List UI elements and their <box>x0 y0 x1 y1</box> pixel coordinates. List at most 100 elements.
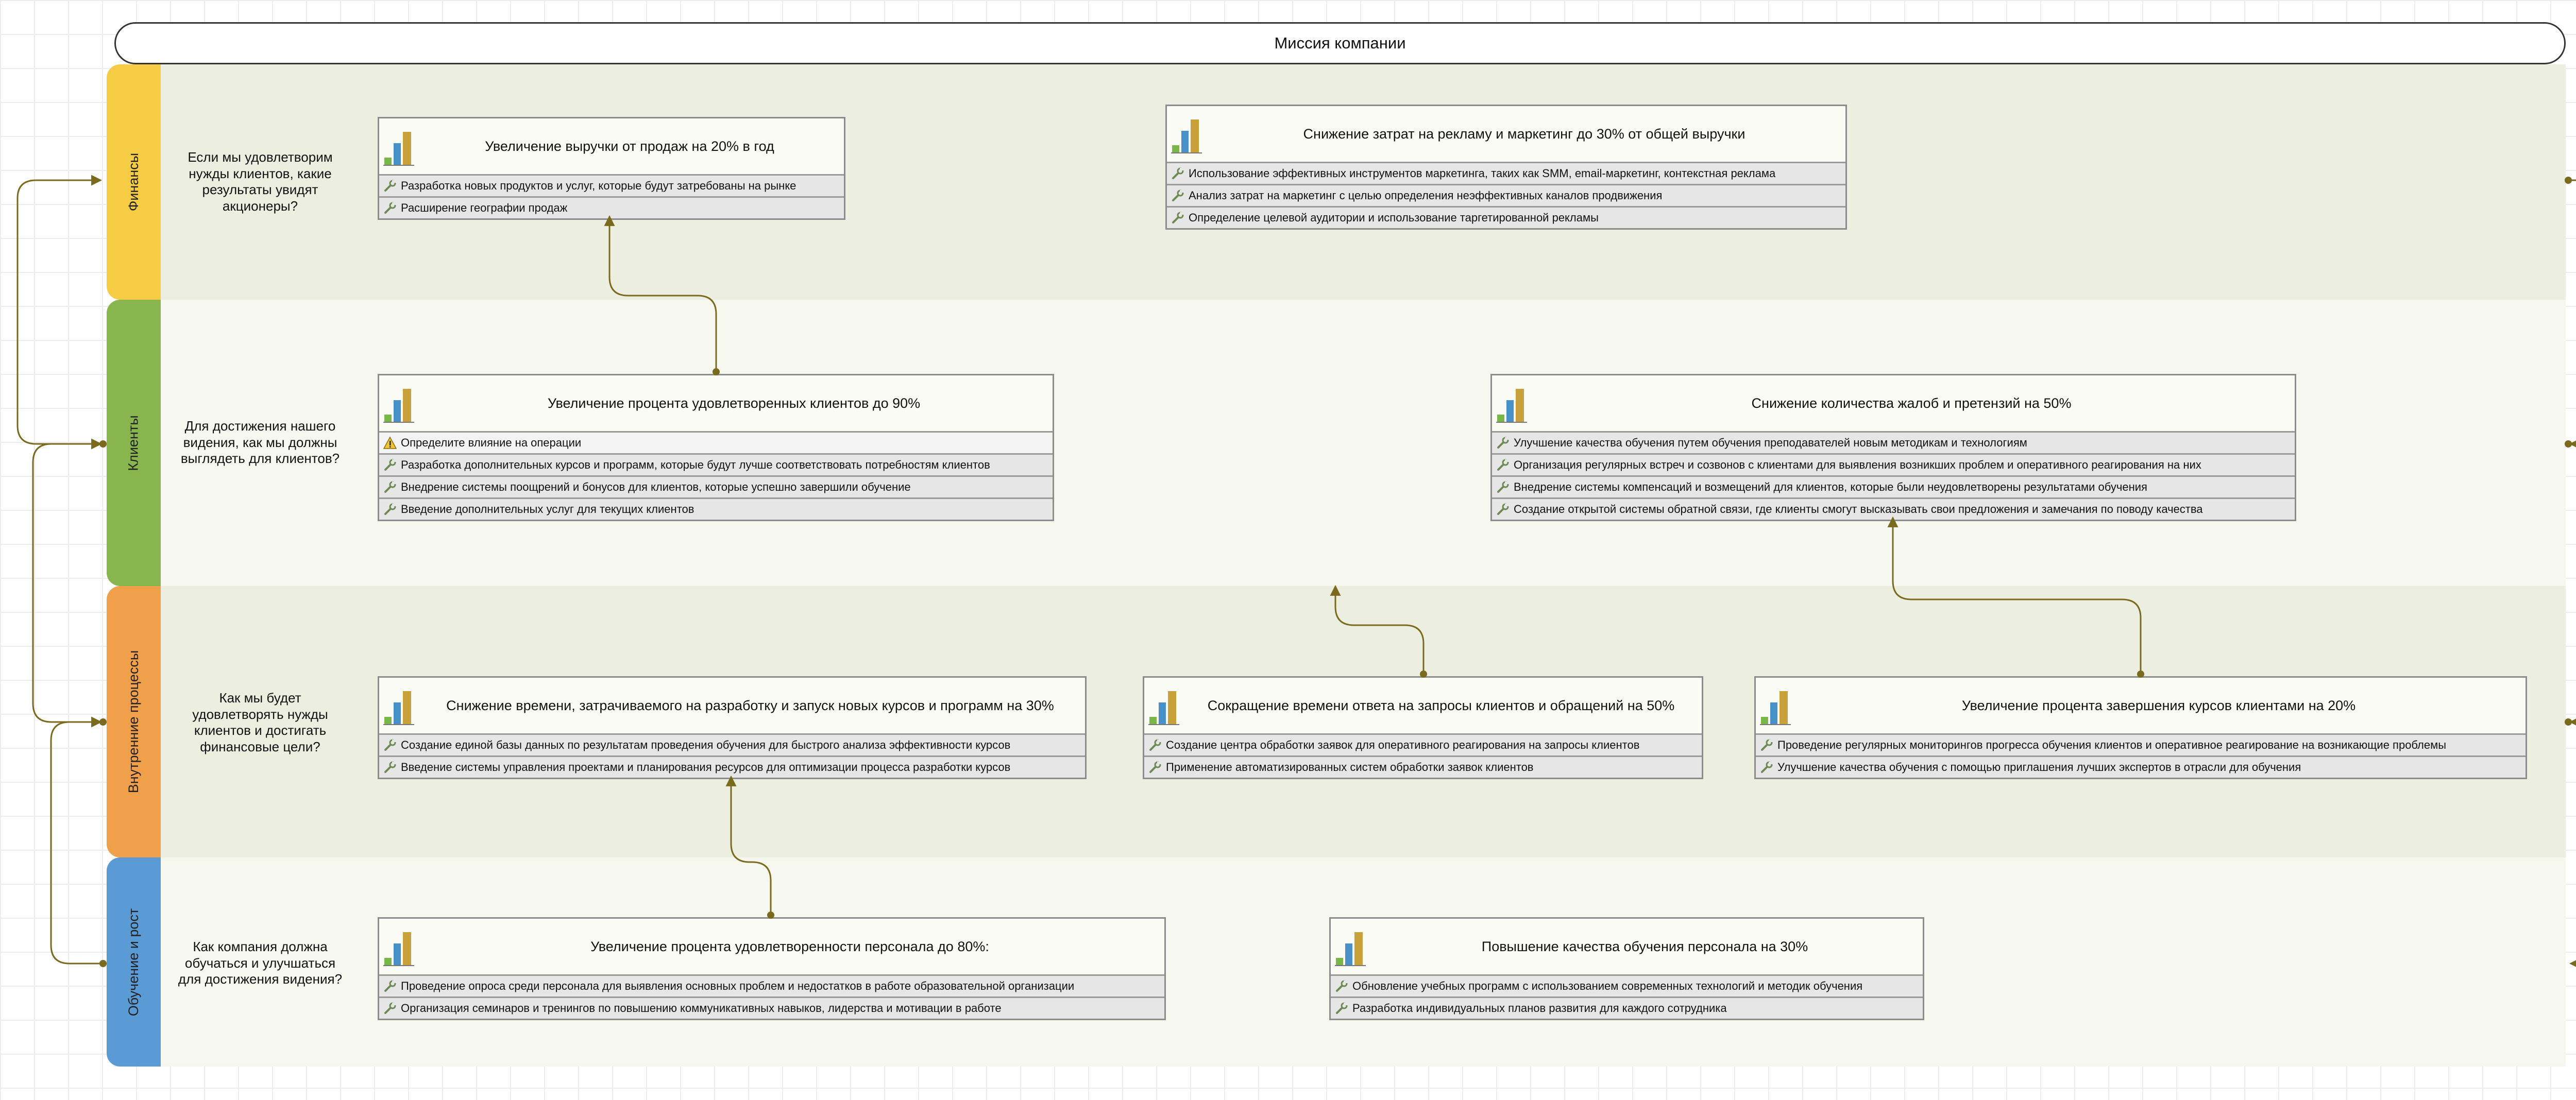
lane-learning[interactable]: Обучение и рост <box>107 857 161 1067</box>
initiative-text: Введение дополнительных услуг для текущи… <box>401 503 694 515</box>
initiative-row[interactable]: Организация регулярных встреч и созвонов… <box>1492 453 2295 475</box>
objective-card[interactable]: Снижение количества жалоб и претензий на… <box>1490 374 2296 521</box>
initiative-row[interactable]: Определение целевой аудитории и использо… <box>1167 206 1845 228</box>
connector-line[interactable] <box>2568 443 2576 728</box>
card-title: Увеличение процента удовлетворенных клие… <box>547 395 921 411</box>
card-title: Снижение затрат на рекламу и маркетинг д… <box>1303 126 1745 142</box>
card-title: Сокращение времени ответа на запросы кли… <box>1207 697 1675 713</box>
initiative-row[interactable]: Обновление учебных программ с использова… <box>1331 974 1923 996</box>
bar-chart-icon <box>1148 684 1185 725</box>
initiative-text: Применение автоматизированных систем обр… <box>1166 761 1534 774</box>
initiative-row[interactable]: Разработка индивидуальных планов развити… <box>1331 996 1923 1019</box>
lane-label: Внутренние процессы <box>126 650 142 794</box>
lane-label: Финансы <box>126 152 142 212</box>
bar-chart-icon <box>1496 382 1533 423</box>
lane-question[interactable]: Для достижения нашего видения, как мы до… <box>180 418 340 467</box>
wrench-icon <box>383 738 397 752</box>
initiative-row[interactable]: Определите влияние на операции <box>379 431 1053 453</box>
connector-line[interactable] <box>2568 721 2576 969</box>
connector-line[interactable] <box>16 175 103 445</box>
objective-card[interactable]: Увеличение выручки от продаж на 20% в го… <box>378 117 845 220</box>
wrench-icon <box>1148 738 1162 752</box>
initiative-row[interactable]: Улучшение качества обучения путем обучен… <box>1492 431 2295 453</box>
lane-question[interactable]: Как компания должна обучаться и улучшать… <box>178 939 343 987</box>
wrench-icon <box>383 480 397 494</box>
initiative-text: Обновление учебных программ с использова… <box>1352 979 1863 992</box>
initiative-text: Создание центра обработки заявок для опе… <box>1166 738 1640 751</box>
card-header: Снижение количества жалоб и претензий на… <box>1492 375 2295 431</box>
connector-node <box>99 718 107 726</box>
initiative-row[interactable]: Применение автоматизированных систем обр… <box>1144 755 1702 778</box>
wrench-icon <box>1335 979 1348 993</box>
initiative-text: Разработка дополнительных курсов и прогр… <box>401 458 990 471</box>
initiative-text: Разработка индивидуальных планов развити… <box>1352 1002 1727 1015</box>
objective-card[interactable]: Увеличение процента завершения курсов кл… <box>1754 676 2527 779</box>
initiative-text: Анализ затрат на маркетинг с целью опред… <box>1189 189 1663 202</box>
initiative-row[interactable]: Разработка новых продуктов и услуг, кото… <box>379 174 844 196</box>
wrench-icon <box>1171 167 1184 180</box>
card-header: Увеличение процента удовлетворенности пе… <box>379 919 1164 974</box>
wrench-icon <box>1760 761 1773 774</box>
lane-customers[interactable]: Клиенты <box>107 300 161 586</box>
initiative-text: Разработка новых продуктов и услуг, кото… <box>401 179 796 192</box>
lane-label: Обучение и рост <box>126 908 142 1016</box>
wrench-icon <box>1496 480 1510 494</box>
objective-card[interactable]: Снижение затрат на рекламу и маркетинг д… <box>1165 105 1847 230</box>
connector-node <box>99 960 107 967</box>
initiative-row[interactable]: Введение дополнительных услуг для текущи… <box>379 497 1053 520</box>
bar-chart-icon <box>1171 112 1208 153</box>
initiative-row[interactable]: Создание центра обработки заявок для опе… <box>1144 733 1702 755</box>
initiative-text: Введение системы управления проектами и … <box>401 761 1011 774</box>
initiative-text: Улучшение качества обучения путем обучен… <box>1514 436 2027 449</box>
mission-title: Миссия компании <box>1274 34 1406 52</box>
connector-line[interactable] <box>2568 179 2576 450</box>
initiative-row[interactable]: Проведение регулярных мониторингов прогр… <box>1756 733 2526 755</box>
connector-line[interactable] <box>50 716 103 965</box>
card-header: Снижение затрат на рекламу и маркетинг д… <box>1167 106 1845 162</box>
wrench-icon <box>1496 503 1510 516</box>
connector-node <box>2565 718 2572 726</box>
initiative-row[interactable]: Создание единой базы данных по результат… <box>379 733 1085 755</box>
initiative-row[interactable]: Внедрение системы компенсаций и возмещен… <box>1492 475 2295 497</box>
lane-processes[interactable]: Внутренние процессы <box>107 586 161 857</box>
initiative-row[interactable]: Введение системы управления проектами и … <box>379 755 1085 778</box>
card-header: Увеличение выручки от продаж на 20% в го… <box>379 118 844 174</box>
card-header: Снижение времени, затрачиваемого на разр… <box>379 678 1085 733</box>
objective-card[interactable]: Повышение качества обучения персонала на… <box>1329 917 1924 1020</box>
initiative-row[interactable]: Использование эффективных инструментов м… <box>1167 162 1845 184</box>
initiative-row[interactable]: Расширение географии продаж <box>379 196 844 218</box>
objective-card[interactable]: Увеличение процента удовлетворенности пе… <box>378 917 1166 1020</box>
card-title: Увеличение процента завершения курсов кл… <box>1961 697 2356 713</box>
wrench-icon <box>1335 1002 1348 1015</box>
wrench-icon <box>383 179 397 193</box>
initiative-row[interactable]: Создание открытой системы обратной связи… <box>1492 497 2295 520</box>
initiative-row[interactable]: Внедрение системы поощрений и бонусов дл… <box>379 475 1053 497</box>
initiative-row[interactable]: Анализ затрат на маркетинг с целью опред… <box>1167 184 1845 206</box>
initiative-text: Проведение регулярных мониторингов прогр… <box>1777 738 2447 751</box>
initiative-text: Создание единой базы данных по результат… <box>401 738 1011 751</box>
wrench-icon <box>383 201 397 215</box>
initiative-row[interactable]: Разработка дополнительных курсов и прогр… <box>379 453 1053 475</box>
connector-node <box>99 440 107 448</box>
card-title: Повышение качества обучения персонала на… <box>1481 938 1808 954</box>
objective-card[interactable]: Увеличение процента удовлетворенных клие… <box>378 374 1054 521</box>
bar-chart-icon <box>383 684 420 725</box>
card-title: Увеличение процента удовлетворенности пе… <box>590 938 989 954</box>
initiative-row[interactable]: Улучшение качества обучения с помощью пр… <box>1756 755 2526 778</box>
objective-card[interactable]: Снижение времени, затрачиваемого на разр… <box>378 676 1087 779</box>
connector-line[interactable] <box>32 438 103 723</box>
bar-chart-icon <box>383 382 420 423</box>
initiative-row[interactable]: Проведение опроса среди персонала для вы… <box>379 974 1164 996</box>
objective-card[interactable]: Сокращение времени ответа на запросы кли… <box>1143 676 1703 779</box>
card-title: Увеличение выручки от продаж на 20% в го… <box>485 138 774 154</box>
lane-question[interactable]: Если мы удовлетворим нужды клиентов, как… <box>188 149 333 214</box>
lane-question[interactable]: Как мы будет удовлетворять нужды клиенто… <box>192 690 328 755</box>
initiative-text: Внедрение системы поощрений и бонусов дл… <box>401 480 911 493</box>
mission-header[interactable]: Миссия компании <box>114 22 2566 64</box>
wrench-icon <box>1496 436 1510 450</box>
initiative-row[interactable]: Организация семинаров и тренингов по пов… <box>379 996 1164 1019</box>
connector-node <box>2565 177 2572 184</box>
lane-finance[interactable]: Финансы <box>107 64 161 300</box>
initiative-text: Внедрение системы компенсаций и возмещен… <box>1514 480 2147 493</box>
initiative-text: Улучшение качества обучения с помощью пр… <box>1777 761 2301 774</box>
